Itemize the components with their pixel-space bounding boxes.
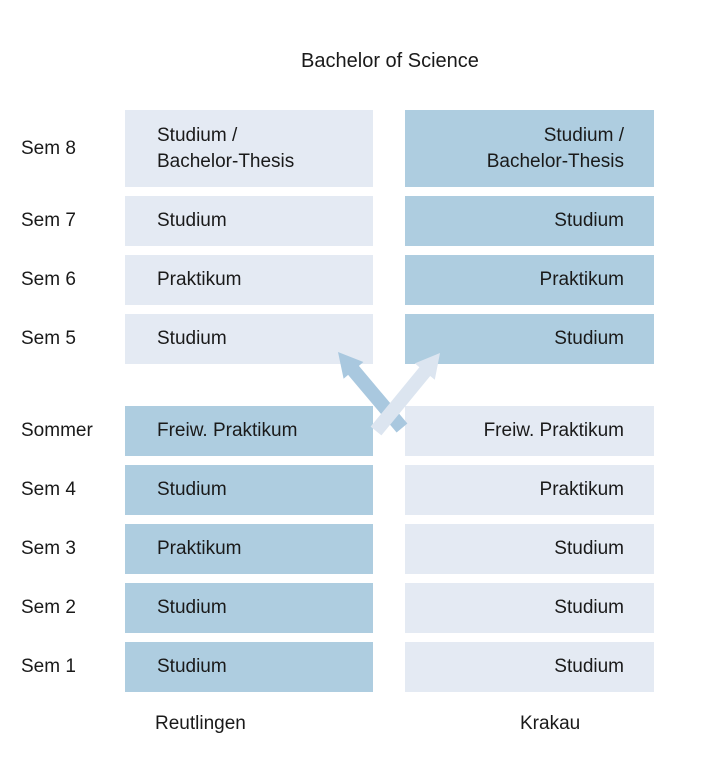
row-label: Sem 4 [21,479,76,500]
reutlingen-box: Studium / Bachelor-Thesis [125,110,373,187]
krakau-box: Studium [405,196,654,246]
row-sem-4: Sem 4 Studium Praktikum [0,465,654,515]
krakau-box: Studium [405,583,654,633]
krakau-box: Studium [405,642,654,692]
column-gap [373,465,405,515]
row-label: Sem 1 [21,656,76,677]
column-gap [373,314,405,364]
row-label: Sem 5 [21,328,76,349]
semester-table: Sem 8 Studium / Bachelor-Thesis Studium … [0,110,654,701]
row-label: Sem 6 [21,269,76,290]
row-sem-3: Sem 3 Praktikum Studium [0,524,654,574]
row-sem-6: Sem 6 Praktikum Praktikum [0,255,654,305]
reutlingen-box: Studium [125,196,373,246]
row-sem-2: Sem 2 Studium Studium [0,583,654,633]
krakau-box: Studium [405,524,654,574]
row-label: Sommer [21,420,93,441]
row-sommer: Sommer Freiw. Praktikum Freiw. Praktikum [0,406,654,456]
column-label-reutlingen: Reutlingen [155,713,246,734]
column-gap [373,196,405,246]
column-gap [373,642,405,692]
exchange-gap [0,373,654,406]
reutlingen-box: Freiw. Praktikum [125,406,373,456]
krakau-box: Praktikum [405,465,654,515]
reutlingen-box: Studium [125,583,373,633]
row-label: Sem 8 [21,137,76,159]
row-sem-8: Sem 8 Studium / Bachelor-Thesis Studium … [0,110,654,187]
row-sem-5: Sem 5 Studium Studium [0,314,654,364]
row-sem-7: Sem 7 Studium Studium [0,196,654,246]
reutlingen-box: Praktikum [125,255,373,305]
column-label-krakau: Krakau [520,713,581,734]
column-gap [373,524,405,574]
column-gap [373,583,405,633]
reutlingen-box: Studium [125,642,373,692]
reutlingen-box: Praktikum [125,524,373,574]
krakau-box: Studium [405,314,654,364]
column-gap [373,110,405,187]
row-label: Sem 7 [21,210,76,231]
row-label: Sem 3 [21,538,76,559]
krakau-box: Studium / Bachelor-Thesis [405,110,654,187]
krakau-box: Freiw. Praktikum [405,406,654,456]
page-title: Bachelor of Science [301,50,479,72]
row-sem-1: Sem 1 Studium Studium [0,642,654,692]
column-gap [373,406,405,456]
reutlingen-box: Studium [125,465,373,515]
column-gap [373,255,405,305]
row-label: Sem 2 [21,597,76,618]
reutlingen-box: Studium [125,314,373,364]
krakau-box: Praktikum [405,255,654,305]
